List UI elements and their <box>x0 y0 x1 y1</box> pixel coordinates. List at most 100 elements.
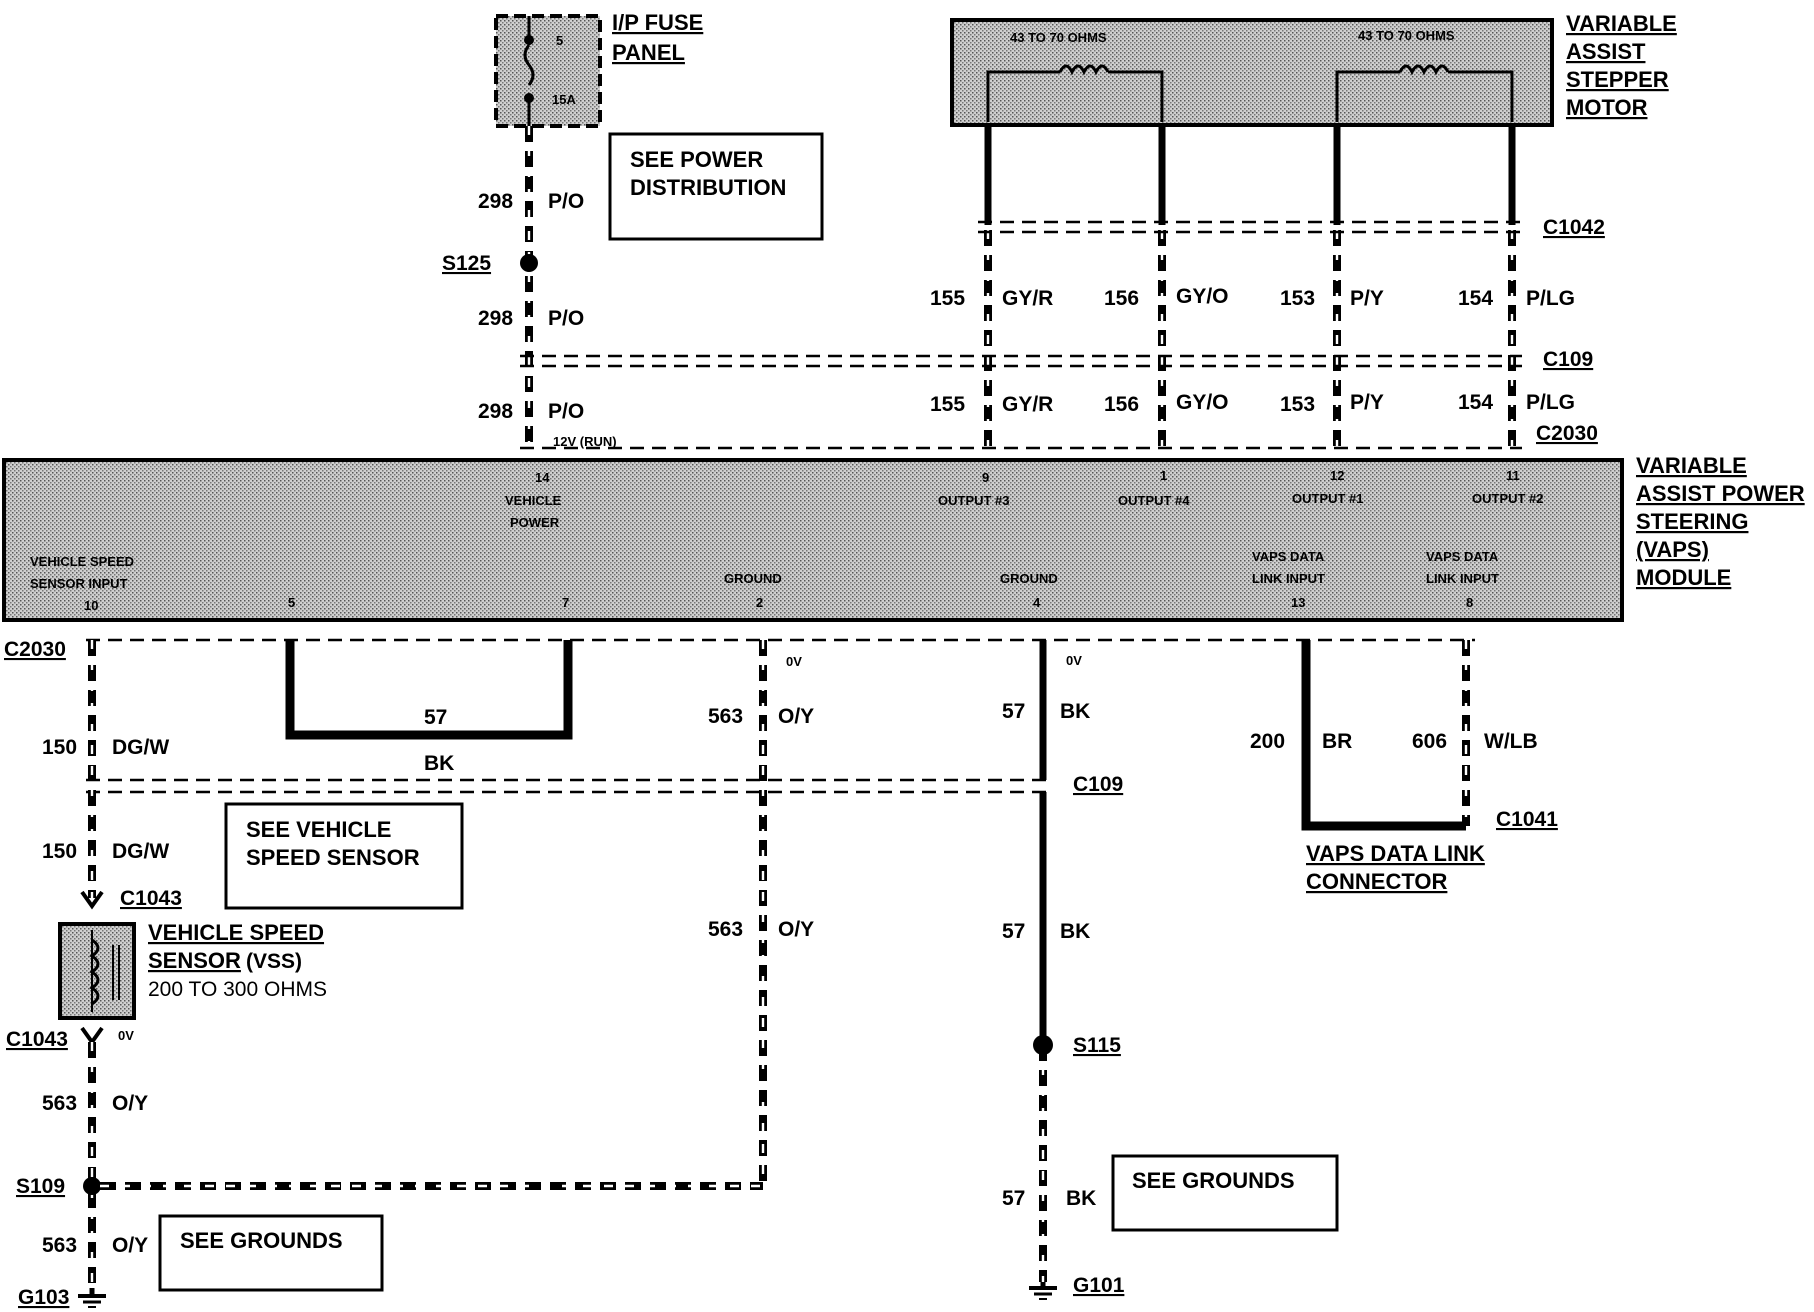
vss-note-line2: SPEED SENSOR <box>246 845 420 870</box>
circuit-563-color-1: O/Y <box>778 705 814 728</box>
pin-5: 5 <box>288 595 295 610</box>
pin-vdl2-a: VAPS DATA <box>1426 549 1499 564</box>
pin-14: 14 <box>535 470 550 485</box>
circuit-153-color-2: P/Y <box>1350 391 1384 414</box>
pin-output1: OUTPUT #1 <box>1292 491 1364 506</box>
circuit-298-color-1: P/O <box>548 190 584 213</box>
pin-power: POWER <box>510 515 560 530</box>
fuse-rating: 15A <box>552 92 576 107</box>
circuit-150-num-1: 150 <box>42 736 77 759</box>
sensor-coil-icon <box>89 938 100 1006</box>
circuit-563-num-2: 563 <box>708 918 743 941</box>
circuit-156-num-1: 156 <box>1104 287 1139 310</box>
splice-s109: S109 <box>16 1175 65 1198</box>
connector-c1043-bottom-symbol <box>80 1026 104 1046</box>
circuit-57-num-2: 57 <box>1002 920 1025 943</box>
circuit-155-num-1: 155 <box>930 287 965 310</box>
pin-output4: OUTPUT #4 <box>1118 493 1190 508</box>
circuit-154-num-2: 154 <box>1458 391 1493 414</box>
pin-2: 2 <box>756 595 763 610</box>
pin-13: 13 <box>1291 595 1305 610</box>
circuit-298-num-1: 298 <box>478 190 513 213</box>
circuit-606-color: W/LB <box>1484 730 1538 753</box>
splice-s125: S125 <box>442 252 491 275</box>
splice-s125-dot <box>520 254 538 272</box>
power-distribution-note-line2: DISTRIBUTION <box>630 175 786 200</box>
pin-output3: OUTPUT #3 <box>938 493 1010 508</box>
vaps-title-2: ASSIST POWER <box>1636 481 1805 506</box>
coil1-resistance: 43 TO 70 OHMS <box>1010 30 1107 45</box>
pin-vdl1-b: LINK INPUT <box>1252 571 1325 586</box>
pin-10: 10 <box>84 598 98 613</box>
vehicle-speed-sensor-note: SEE VEHICLE SPEED SENSOR <box>224 802 464 910</box>
fuse-icon <box>523 44 535 86</box>
circuit-563-color-2: O/Y <box>778 918 814 941</box>
pin-4: 4 <box>1033 595 1041 610</box>
circuit-156-color-1: GY/O <box>1176 285 1229 308</box>
circuit-57-num-loop: 57 <box>424 706 447 729</box>
ground-g103-icon <box>78 1288 106 1308</box>
circuit-200-color: BR <box>1322 730 1352 753</box>
coil2-resistance: 43 TO 70 OHMS <box>1358 28 1455 43</box>
pin-vss-input-1: VEHICLE SPEED <box>30 554 134 569</box>
circuit-153-num-1: 153 <box>1280 287 1315 310</box>
stepper-wires <box>984 125 1516 446</box>
pin-7: 7 <box>562 595 569 610</box>
circuit-150-color-2: DG/W <box>112 840 169 863</box>
circuit-57-color-loop: BK <box>424 752 454 775</box>
ground-g103: G103 <box>18 1286 69 1309</box>
vss-resistance: 200 TO 300 OHMS <box>148 978 327 1001</box>
pin-8: 8 <box>1466 595 1473 610</box>
vaps-title-3: STEERING <box>1636 509 1748 534</box>
connector-c2030-top: C2030 <box>1536 422 1598 445</box>
vss-note-line1: SEE VEHICLE <box>246 817 391 842</box>
vehicle-speed-sensor <box>58 922 136 1020</box>
splice-s115-dot <box>1033 1035 1053 1055</box>
voltage-0v-a: 0V <box>786 654 802 669</box>
connector-c1043-top: C1043 <box>120 887 182 910</box>
vaps-title-5: MODULE <box>1636 565 1731 590</box>
voltage-12v-run: 12V (RUN) <box>553 434 617 449</box>
stepper-title-1: VARIABLE <box>1566 11 1677 36</box>
circuit-57-num-3: 57 <box>1002 1187 1025 1210</box>
circuit-150-color-1: DG/W <box>112 736 169 759</box>
vaps-title-4: (VAPS) <box>1636 537 1709 562</box>
voltage-0v-vss: 0V <box>118 1028 134 1043</box>
circuit-563-num-3: 563 <box>42 1092 77 1115</box>
circuit-156-num-2: 156 <box>1104 393 1139 416</box>
vaps-module: 14 VEHICLE POWER 9 OUTPUT #3 1 OUTPUT #4… <box>2 458 1624 622</box>
circuit-155-color-2: GY/R <box>1002 393 1053 416</box>
circuit-154-num-1: 154 <box>1458 287 1493 310</box>
circuit-154-color-2: P/LG <box>1526 391 1575 414</box>
pin-ground-b: GROUND <box>1000 571 1058 586</box>
circuit-154-color-1: P/LG <box>1526 287 1575 310</box>
pin-vss-input-2: SENSOR INPUT <box>30 576 128 591</box>
fuse-panel-title-1: I/P FUSE <box>612 10 703 35</box>
voltage-0v-b: 0V <box>1066 653 1082 668</box>
pin-1: 1 <box>1160 468 1167 483</box>
circuit-563-num-1: 563 <box>708 705 743 728</box>
ground-g101: G101 <box>1073 1274 1125 1297</box>
pin-vdl2-b: LINK INPUT <box>1426 571 1499 586</box>
circuit-563-num-4: 563 <box>42 1234 77 1257</box>
data-link-title-1: VAPS DATA LINK <box>1306 841 1485 866</box>
pin-output2: OUTPUT #2 <box>1472 491 1544 506</box>
fuse-number: 5 <box>556 33 563 48</box>
circuit-57-num-1: 57 <box>1002 700 1025 723</box>
circuit-57-color-2: BK <box>1060 920 1090 943</box>
connector-c1042: C1042 <box>1543 216 1605 239</box>
fuse-panel-title-2: PANEL <box>612 40 685 65</box>
pin-vehicle: VEHICLE <box>505 493 562 508</box>
power-distribution-note: SEE POWER DISTRIBUTION <box>608 132 824 241</box>
coil-icon-2 <box>1398 64 1450 76</box>
circuit-156-color-2: GY/O <box>1176 391 1229 414</box>
grounds-note-left-text: SEE GROUNDS <box>180 1228 343 1253</box>
circuit-298-num-2: 298 <box>478 307 513 330</box>
circuit-298-color-3: P/O <box>548 400 584 423</box>
pin-vdl1-a: VAPS DATA <box>1252 549 1325 564</box>
vss-title-1: VEHICLE SPEED <box>148 920 324 945</box>
circuit-298-num-3: 298 <box>478 400 513 423</box>
stepper-title-4: MOTOR <box>1566 95 1648 120</box>
circuit-200-num: 200 <box>1250 730 1285 753</box>
circuit-155-color-1: GY/R <box>1002 287 1053 310</box>
